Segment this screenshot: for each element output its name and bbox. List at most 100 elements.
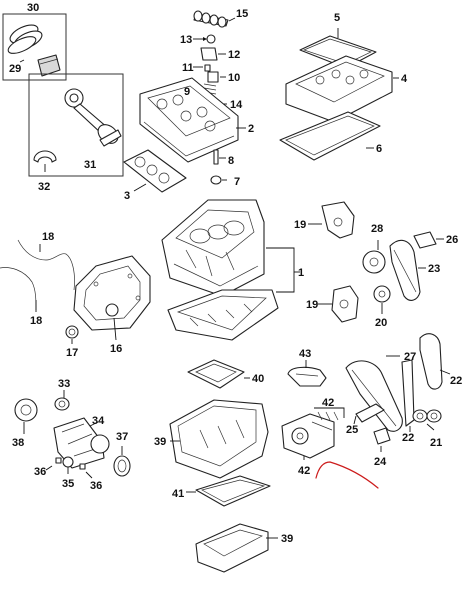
crankshaft-part <box>53 417 110 469</box>
sprocket-part <box>362 240 386 274</box>
callout-31: 31 <box>84 159 96 171</box>
crank-key-left-part <box>45 457 62 471</box>
callout-11: 11 <box>182 62 194 74</box>
callout-20: 20 <box>375 317 387 329</box>
callout-22-lower: 22 <box>402 432 414 444</box>
oil-pickup-part <box>287 360 327 387</box>
oil-pan-gasket-part <box>186 475 271 507</box>
callout-29: 29 <box>9 63 21 75</box>
timing-cover-part <box>73 255 151 341</box>
camshaft-sprocket-small <box>193 34 216 44</box>
callout-42-upper: 42 <box>322 397 334 409</box>
cam-gear-part <box>373 285 391 314</box>
callout-32: 32 <box>38 181 50 193</box>
camshaft-part <box>193 10 236 28</box>
bearing-shell-part <box>33 150 57 172</box>
lower-timing-chain-part <box>345 355 403 432</box>
callout-42-lower: 42 <box>298 465 310 477</box>
callout-2: 2 <box>248 123 254 135</box>
red-annotation-pointer <box>315 461 379 489</box>
inset-piston-rings-group <box>2 13 67 81</box>
connecting-rod-part <box>64 88 122 147</box>
cover-gasket-part <box>279 111 381 161</box>
inset-frame-rod <box>28 73 124 177</box>
sensor-part <box>373 427 391 452</box>
oil-pump-part <box>281 413 335 460</box>
oil-pump-bolts <box>314 407 345 421</box>
engine-block-part <box>161 199 265 297</box>
callout-24: 24 <box>374 456 387 468</box>
lower-bracket-part <box>318 285 359 323</box>
callout-41: 41 <box>172 488 184 500</box>
oil-pan-lower-part <box>195 523 278 573</box>
callout-5: 5 <box>334 12 340 24</box>
callout-9: 9 <box>184 86 190 98</box>
front-seal-part <box>65 325 79 344</box>
callout-26: 26 <box>446 234 458 246</box>
cylinder-head-part <box>139 77 246 163</box>
callout-30: 30 <box>27 2 39 14</box>
timing-cover-gasket-part <box>0 239 75 312</box>
callout-16: 16 <box>110 343 122 355</box>
piston-part <box>37 54 61 77</box>
callout-6: 6 <box>376 143 382 155</box>
callout-18-upper: 18 <box>42 231 54 243</box>
callout-19-upper: 19 <box>294 219 306 231</box>
upper-bracket-part <box>308 201 355 239</box>
valve-cover-part <box>285 55 399 123</box>
timing-chain-upper-part <box>389 239 426 301</box>
piston-rings-part <box>7 24 43 54</box>
head-stud-part <box>213 149 226 165</box>
leader-29 <box>19 59 25 63</box>
callout-10: 10 <box>228 72 240 84</box>
crank-key-right-part <box>79 463 93 479</box>
washer-part <box>210 175 227 185</box>
lower-block-ladder-part <box>167 289 279 341</box>
valve-keeper-part <box>193 64 211 72</box>
callout-27: 27 <box>404 351 416 363</box>
inset-frame-rings <box>2 13 67 81</box>
callout-14: 14 <box>230 99 243 111</box>
callout-19-lower: 19 <box>306 299 318 311</box>
callout-17: 17 <box>66 347 78 359</box>
callout-12: 12 <box>228 49 240 61</box>
chain-guide-short-part <box>401 359 415 432</box>
callout-35: 35 <box>62 478 74 490</box>
rear-main-seal-part <box>113 446 131 477</box>
crank-damper-part <box>14 398 38 434</box>
seals-pair-part <box>412 409 442 431</box>
head-gasket-part <box>123 149 187 193</box>
crank-gear-part <box>62 456 74 474</box>
valve-seal-part <box>207 71 226 83</box>
callout-39-lower: 39 <box>281 533 293 545</box>
callout-7: 7 <box>234 176 240 188</box>
callout-25: 25 <box>346 424 358 436</box>
follower-part <box>200 47 226 61</box>
oil-sump-upper-part <box>169 399 269 479</box>
callout-28: 28 <box>371 223 383 235</box>
callout-43: 43 <box>299 348 311 360</box>
chain-guide-rail-part <box>353 403 385 425</box>
callout-37: 37 <box>116 431 128 443</box>
leader-1 <box>266 247 295 293</box>
callout-13: 13 <box>180 34 192 46</box>
callout-3: 3 <box>124 190 130 202</box>
chain-tensioner-part <box>413 231 444 249</box>
crank-front-seal-part <box>54 390 70 411</box>
callout-15: 15 <box>236 8 248 20</box>
callout-21: 21 <box>430 437 442 449</box>
callout-23: 23 <box>428 263 440 275</box>
callout-22-right: 22 <box>450 375 462 387</box>
callout-1: 1 <box>298 267 304 279</box>
callout-4: 4 <box>401 73 408 85</box>
callout-34: 34 <box>92 415 105 427</box>
callout-8: 8 <box>228 155 234 167</box>
windage-tray-part <box>187 359 250 389</box>
inset-connecting-rod-group <box>28 73 124 177</box>
callout-40: 40 <box>252 373 264 385</box>
callout-36-left: 36 <box>34 466 46 478</box>
callout-36-right: 36 <box>90 480 102 492</box>
callout-38: 38 <box>12 437 24 449</box>
callout-18-lower: 18 <box>30 315 42 327</box>
